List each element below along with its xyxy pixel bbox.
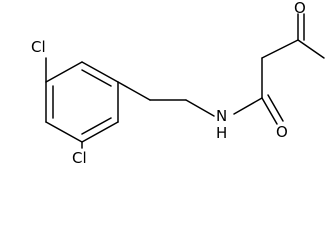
bond-carbonyl-to-o-1 (261, 97, 278, 125)
bond-ch2-to-nh (185, 99, 215, 117)
ring-bond-c1-c2 (81, 61, 119, 83)
ring-bond-c3-c4 (81, 121, 119, 143)
atom-o-amide: O (276, 123, 288, 141)
ring-double-bond-1 (81, 69, 112, 87)
atom-n-h: H (216, 124, 227, 142)
atom-cl-bottom: Cl (72, 149, 87, 167)
bond-ketone-to-methyl (297, 39, 325, 59)
bond-carbonyl-to-o-2 (267, 94, 284, 122)
ring-bond-c6-c1 (45, 61, 83, 83)
bond-ring-to-ch2 (117, 81, 151, 101)
atom-n: N (216, 107, 227, 125)
ring-double-bond-2 (81, 117, 112, 135)
benzene-ring (45, 61, 119, 143)
structure-diagram: Cl Cl N H O O (31, 0, 325, 167)
bond-nh-to-carbonyl (233, 97, 263, 115)
atom-cl-top: Cl (31, 38, 46, 56)
atom-o-ketone: O (294, 0, 306, 17)
bond-ch2-to-ketone (261, 39, 299, 59)
ring-bond-c4-c5 (45, 121, 83, 143)
